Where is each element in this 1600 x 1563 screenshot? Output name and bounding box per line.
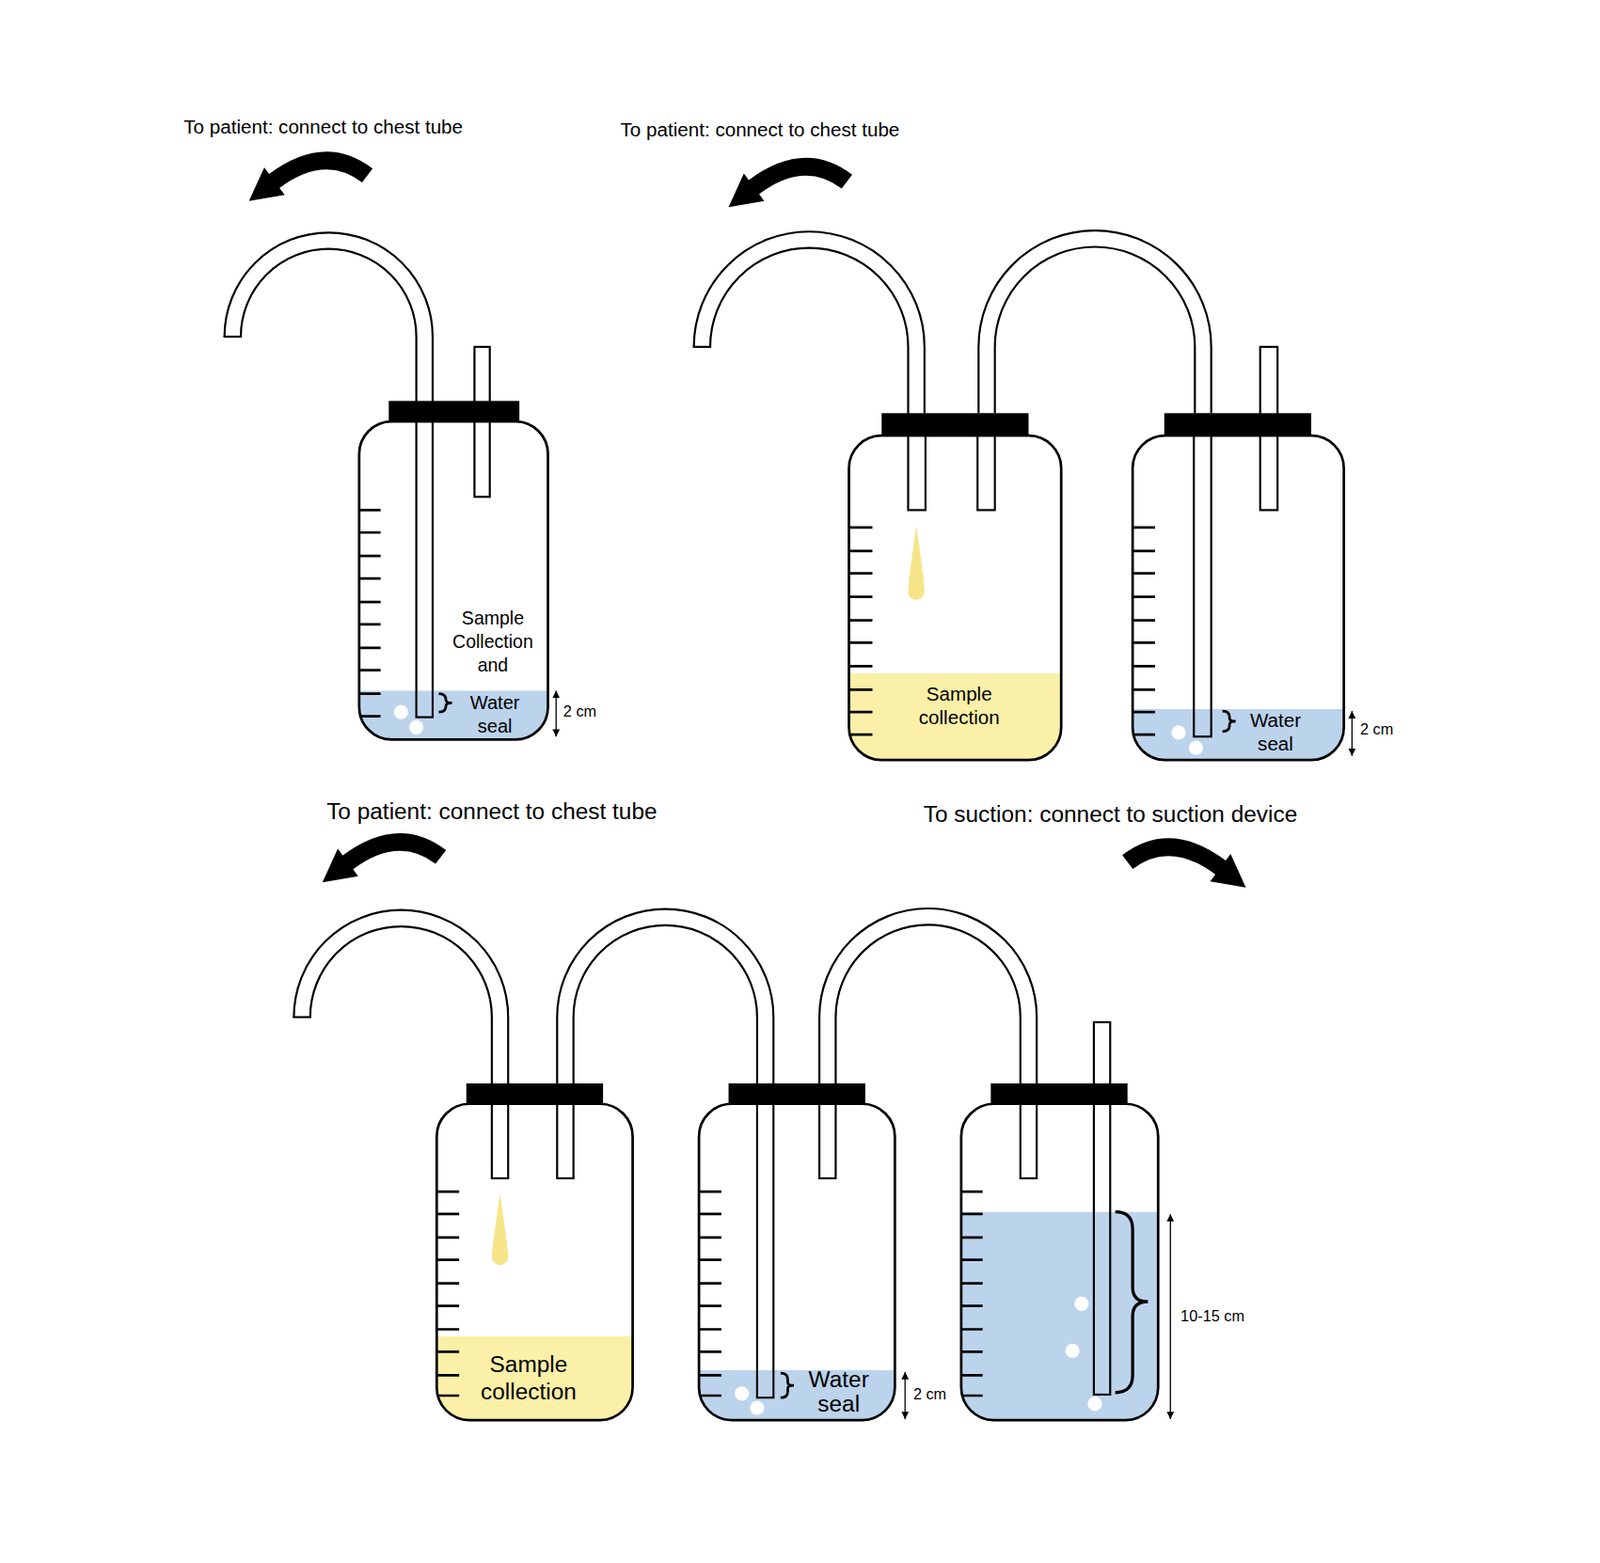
long-tube [757, 1092, 774, 1398]
dimension-label: 2 cm [1360, 721, 1394, 737]
bottle-label: Sample collection [457, 1350, 601, 1407]
direction-arrow [1127, 847, 1247, 888]
patient-tube [701, 239, 917, 421]
bottle: Water seal [1130, 412, 1347, 762]
patient-tube [301, 918, 500, 1094]
bottle-cap [881, 412, 1029, 436]
direction-arrow [249, 160, 368, 202]
connecting-tube [986, 238, 1204, 414]
bottle: Sample collection [846, 412, 1063, 762]
dimension-label: 2 cm [913, 1386, 947, 1402]
dimension-line [1351, 711, 1353, 757]
bottle-shape [357, 400, 551, 742]
bottle-label: Water seal [1236, 709, 1315, 757]
bottle-label: Water seal [797, 1368, 880, 1418]
bottle-label: Sample collection [892, 682, 1026, 730]
bottle: Sample collection [434, 1083, 635, 1423]
arrow-shaft [753, 166, 848, 188]
tube-end [223, 335, 243, 338]
bottle-outline [436, 1104, 633, 1421]
bottle-cap [728, 1083, 866, 1105]
bracket [438, 694, 452, 713]
bottle-outline [1132, 435, 1345, 761]
tube-bore [986, 238, 1204, 414]
arrow-head [728, 173, 765, 207]
arrow-head [249, 167, 286, 202]
bottle-outline [698, 1104, 895, 1421]
drop [491, 1193, 508, 1266]
connection-note: To patient: connect to chest tube [183, 116, 463, 137]
bottle-outline [961, 1104, 1158, 1421]
bottle-cap [388, 400, 520, 422]
bottle-cap [466, 1083, 603, 1105]
connecting-tube [565, 917, 766, 1084]
fluid [436, 1336, 633, 1421]
dimension-label: 2 cm [563, 702, 597, 718]
arrow-head [1210, 854, 1247, 888]
dimension-line [555, 690, 557, 737]
connection-note: To patient: connect to chest tube [326, 800, 657, 824]
bottle-outline [359, 421, 549, 740]
long-tube [416, 402, 433, 717]
dimension-label: 10-15 cm [1180, 1307, 1245, 1323]
long-tube [1193, 418, 1211, 737]
graduation-ticks [698, 1191, 722, 1396]
tube-wall [565, 917, 766, 1084]
graduation-ticks [849, 527, 873, 735]
dimension-line [1170, 1214, 1172, 1420]
graduation-ticks [436, 1191, 460, 1396]
graduation-ticks [359, 509, 381, 716]
tube-end [693, 346, 713, 349]
tube-end [292, 1015, 312, 1018]
bracket [1115, 1212, 1149, 1394]
graduation-ticks [1132, 527, 1156, 735]
bottle: Water seal [697, 1083, 898, 1423]
water [359, 690, 549, 740]
dimension-line [904, 1372, 906, 1420]
bottle-outline [849, 435, 1062, 761]
water [961, 1212, 1158, 1421]
arrow-head [322, 849, 359, 884]
connection-note: To suction: connect to suction device [923, 803, 1299, 826]
patient-tube [232, 240, 425, 412]
tube-wall [986, 238, 1204, 414]
bottle-shape [1130, 412, 1347, 762]
long-tube [1093, 1022, 1110, 1395]
bottle-label: Water seal [456, 690, 534, 738]
water [1132, 709, 1345, 761]
bracket [780, 1373, 794, 1398]
tube-bore [565, 917, 766, 1084]
arrow-shaft [273, 160, 368, 182]
graduation-ticks [961, 1191, 983, 1396]
bottle-tubes [416, 347, 1279, 1398]
bottle-label: Sample Collection and [445, 606, 540, 678]
arrow-shaft [347, 841, 442, 863]
bracket [1222, 711, 1236, 732]
drop [907, 525, 924, 601]
bottle-cap [1164, 412, 1312, 436]
bottle: Sample Collection andWater seal [357, 400, 551, 742]
direction-arrow [728, 166, 848, 207]
arrow-shaft [1127, 847, 1222, 869]
connection-note: To patient: connect to chest tube [620, 120, 901, 141]
bottle-cap [990, 1083, 1127, 1105]
connecting-tube [827, 917, 1030, 1096]
direction-arrow [322, 841, 442, 883]
fluid [849, 673, 1062, 761]
